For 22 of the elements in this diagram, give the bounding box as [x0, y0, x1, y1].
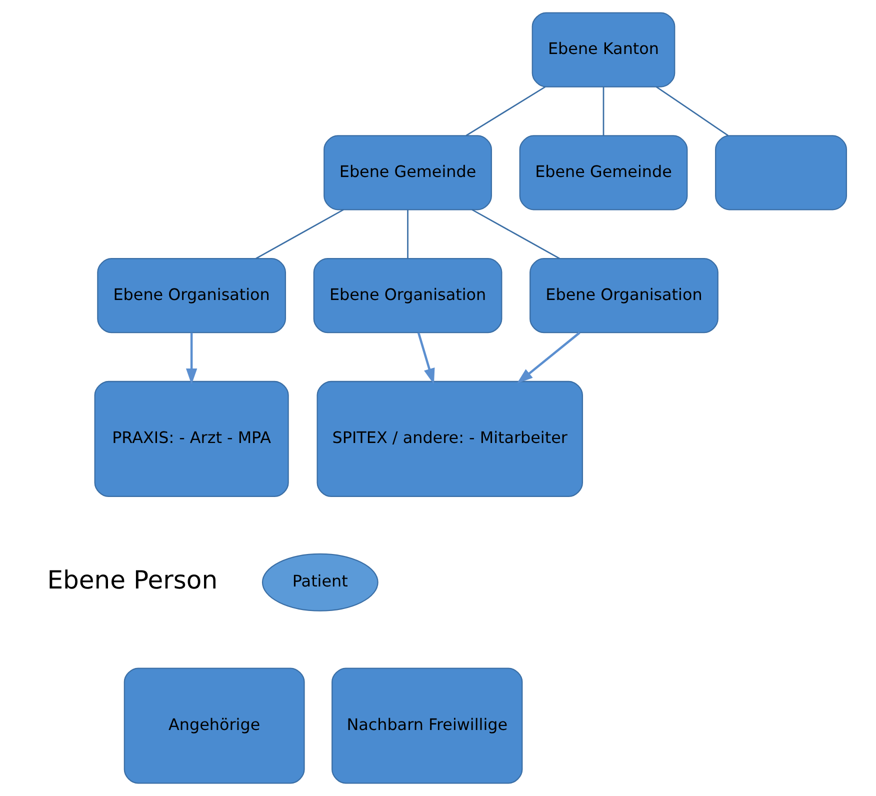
node-box: Angehörige: [123, 668, 304, 784]
connector: [471, 209, 560, 260]
node-box: Ebene Gemeinde: [518, 135, 688, 210]
connector: [406, 210, 408, 258]
node-box: Ebene Organisation: [312, 258, 502, 334]
connector: [655, 86, 728, 136]
arrow: [185, 332, 197, 385]
node-box: [714, 135, 847, 210]
connector: [602, 86, 604, 136]
node-box: Ebene Gemeinde: [323, 135, 492, 210]
arrow: [416, 332, 434, 384]
node-box: PRAXIS: - Arzt - MPA: [94, 380, 288, 497]
node-box: Ebene Kanton: [531, 12, 675, 88]
node-box: Ebene Organisation: [529, 258, 718, 334]
node-box: Ebene Organisation: [96, 258, 286, 334]
node-box: SPITEX / andere: - Mitarbeiter: [316, 380, 583, 497]
arrow: [516, 332, 580, 384]
node-box: Nachbarn Freiwillige: [331, 668, 522, 784]
connector: [465, 86, 546, 136]
connector: [255, 209, 344, 260]
label: Ebene Person: [46, 566, 218, 595]
node-ellipse: Patient: [261, 553, 378, 612]
